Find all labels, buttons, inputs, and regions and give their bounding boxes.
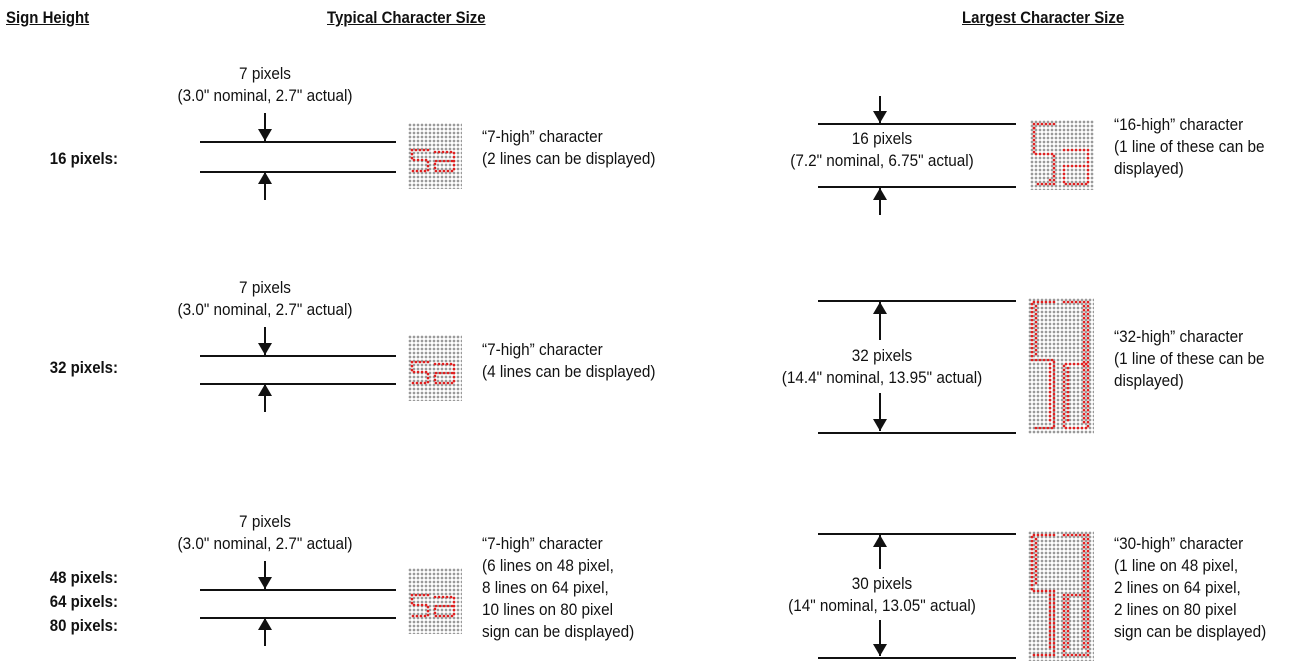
desc-line: (1 line on 48 pixel,	[1114, 556, 1239, 575]
desc-line: “32-high” character	[1114, 327, 1244, 346]
led-matrix-sample	[1028, 531, 1094, 661]
measure-inches: (14.4" nominal, 13.95" actual)	[781, 368, 983, 387]
arrow-down-icon	[258, 113, 272, 141]
guide-line-bottom	[818, 657, 1016, 659]
header-sign-height: Sign Height	[6, 8, 90, 27]
desc-line: (2 lines can be displayed)	[482, 149, 656, 168]
arrow-up-icon	[258, 172, 272, 200]
row-label-line: 32 pixels:	[49, 358, 118, 377]
measure-pixels: 32 pixels	[851, 346, 913, 365]
measure-inches: (3.0" nominal, 2.7" actual)	[177, 534, 353, 553]
desc-line: 2 lines on 80 pixel	[1114, 600, 1237, 619]
guide-line-top	[818, 300, 1016, 302]
arrow-up-icon	[873, 302, 887, 340]
led-character-sa-icon	[410, 148, 456, 173]
led-matrix-sample	[408, 335, 462, 401]
arrow-down-icon	[258, 327, 272, 355]
measure-inches: (7.2" nominal, 6.75" actual)	[790, 151, 974, 170]
desc-line: 10 lines on 80 pixel	[482, 600, 613, 619]
largest-measure-label: 32 pixels (14.4" nominal, 13.95" actual)	[765, 345, 999, 389]
led-matrix-sample	[1030, 120, 1094, 190]
typical-description: “7-high” character (4 lines can be displ…	[482, 339, 656, 383]
desc-line: (6 lines on 48 pixel,	[482, 556, 614, 575]
led-character-sa-icon	[1030, 300, 1090, 430]
measure-pixels: 16 pixels	[851, 129, 913, 148]
desc-line: sign can be displayed)	[1114, 622, 1267, 641]
led-matrix-sample	[1028, 298, 1094, 434]
measure-pixels: 7 pixels	[239, 64, 291, 83]
typical-measure-label: 7 pixels (3.0" nominal, 2.7" actual)	[153, 511, 378, 555]
row-label: 16 pixels:	[30, 147, 118, 171]
largest-description: “30-high” character (1 line on 48 pixel,…	[1114, 533, 1266, 643]
guide-line-top	[818, 123, 1016, 125]
desc-line: “7-high” character	[482, 340, 603, 359]
guide-line-top	[200, 141, 396, 143]
measure-pixels: 30 pixels	[851, 574, 913, 593]
led-matrix-sample	[408, 568, 462, 634]
desc-line: “16-high” character	[1114, 115, 1244, 134]
led-character-sa-icon	[1030, 533, 1090, 657]
typical-measure-label: 7 pixels (3.0" nominal, 2.7" actual)	[153, 63, 378, 107]
desc-line: 8 lines on 64 pixel,	[482, 578, 609, 597]
desc-line: (4 lines can be displayed)	[482, 362, 656, 381]
guide-line-top	[200, 355, 396, 357]
led-character-sa-icon	[410, 593, 456, 618]
desc-line: displayed)	[1114, 159, 1184, 178]
typical-measure-label: 7 pixels (3.0" nominal, 2.7" actual)	[153, 277, 378, 321]
measure-inches: (14" nominal, 13.05" actual)	[788, 596, 976, 615]
largest-measure-label: 16 pixels (7.2" nominal, 6.75" actual)	[765, 128, 999, 172]
row-label-line: 48 pixels:	[49, 568, 118, 587]
arrow-down-icon	[258, 561, 272, 589]
arrow-up-icon	[873, 535, 887, 569]
desc-line: displayed)	[1114, 371, 1184, 390]
arrow-down-icon	[873, 620, 887, 656]
desc-line: (1 line of these can be	[1114, 349, 1265, 368]
largest-measure-label: 30 pixels (14" nominal, 13.05" actual)	[765, 573, 999, 617]
guide-line-top	[818, 533, 1016, 535]
measure-inches: (3.0" nominal, 2.7" actual)	[177, 300, 353, 319]
desc-line: sign can be displayed)	[482, 622, 635, 641]
guide-line-top	[200, 589, 396, 591]
led-character-sa-icon	[1032, 122, 1090, 186]
measure-pixels: 7 pixels	[239, 278, 291, 297]
arrow-down-icon	[873, 393, 887, 431]
row-label-line: 16 pixels:	[49, 149, 118, 168]
largest-description: “32-high” character (1 line of these can…	[1114, 326, 1265, 392]
led-character-sa-icon	[410, 360, 456, 385]
header-largest-character-size: Largest Character Size	[962, 8, 1125, 27]
guide-line-bottom	[818, 432, 1016, 434]
desc-line: “7-high” character	[482, 127, 603, 146]
guide-line-bottom	[818, 186, 1016, 188]
measure-inches: (3.0" nominal, 2.7" actual)	[177, 86, 353, 105]
desc-line: “7-high” character	[482, 534, 603, 553]
arrow-up-icon	[258, 384, 272, 412]
arrow-up-icon	[258, 618, 272, 646]
guide-line-bottom	[200, 383, 396, 385]
guide-line-bottom	[200, 617, 396, 619]
header-typical-character-size: Typical Character Size	[327, 8, 486, 27]
desc-line: “30-high” character	[1114, 534, 1244, 553]
desc-line: 2 lines on 64 pixel,	[1114, 578, 1241, 597]
row-label: 48 pixels: 64 pixels: 80 pixels:	[30, 566, 118, 638]
row-label-line: 80 pixels:	[49, 616, 118, 635]
typical-description: “7-high” character (2 lines can be displ…	[482, 126, 656, 170]
arrow-down-icon	[873, 96, 887, 123]
desc-line: (1 line of these can be	[1114, 137, 1265, 156]
row-label: 32 pixels:	[30, 356, 118, 380]
arrow-up-icon	[873, 188, 887, 215]
largest-description: “16-high” character (1 line of these can…	[1114, 114, 1265, 180]
typical-description: “7-high” character (6 lines on 48 pixel,…	[482, 533, 634, 643]
guide-line-bottom	[200, 171, 396, 173]
led-matrix-sample	[408, 123, 462, 189]
row-label-line: 64 pixels:	[49, 592, 118, 611]
measure-pixels: 7 pixels	[239, 512, 291, 531]
